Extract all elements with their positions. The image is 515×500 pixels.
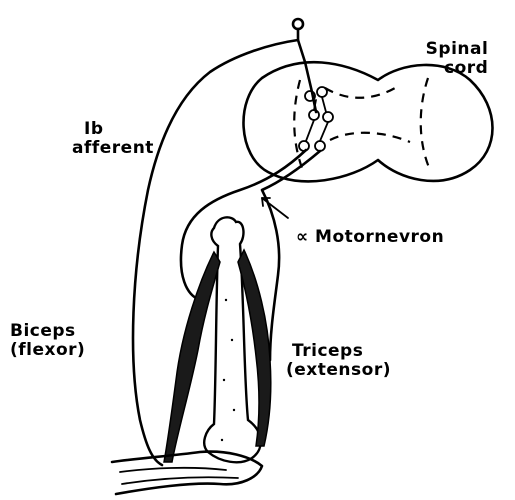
spinal-cord-label-line1: Spinal [410,40,488,59]
biceps-label-line2: (flexor) [10,341,85,360]
triceps-label-line1: Triceps [286,342,391,361]
ib-afferent-label: Ib afferent [72,120,154,158]
triceps-label-line2: (extensor) [286,361,391,380]
spinal-cord [243,62,492,181]
spinal-cord-label-line2: cord [410,59,488,78]
ib-afferent-label-line2: afferent [72,139,154,158]
biceps-label: Biceps (flexor) [10,322,85,360]
alpha-motorneuron-label: ∝ Motornevron [296,228,444,247]
ib-afferent-label-line1: Ib [72,120,154,139]
triceps-label: Triceps (extensor) [286,342,391,380]
spinal-cord-label: Spinal cord [410,40,488,78]
afferent-cell-body [293,19,303,29]
interneurons [299,87,333,151]
biceps-label-line1: Biceps [10,322,85,341]
